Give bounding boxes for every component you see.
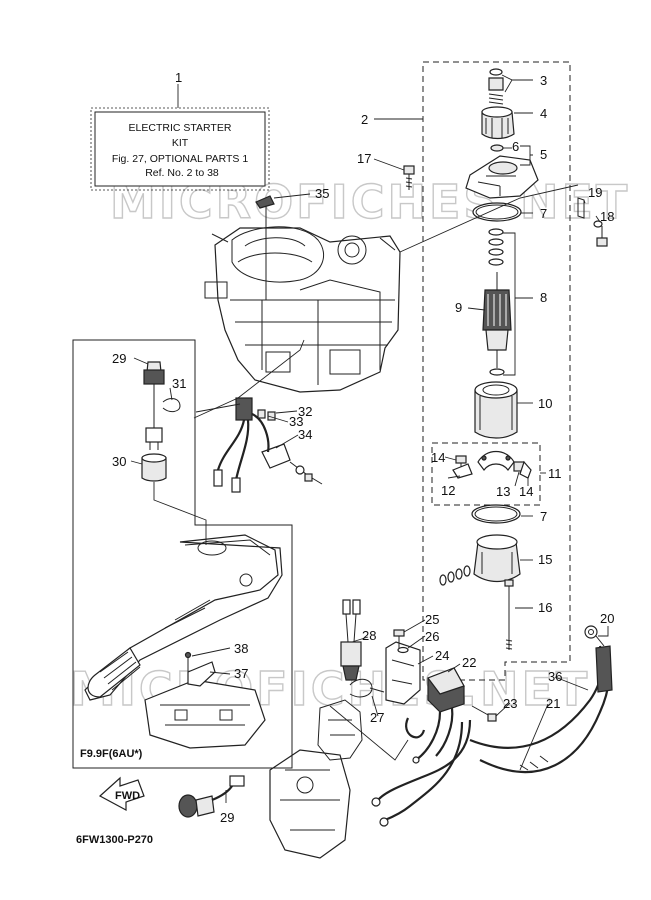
clamp-27: [349, 678, 385, 698]
leader-lines: [130, 74, 609, 803]
fwd-label: FWD: [115, 790, 140, 802]
armature-9: [482, 272, 512, 376]
callout-16: 16: [538, 600, 552, 615]
brush-holder: [477, 450, 515, 471]
callout-2: 2: [361, 112, 368, 127]
washers-15-side: [439, 565, 471, 586]
callout-7-lower: 7: [540, 509, 547, 524]
callout-34: 34: [298, 427, 312, 442]
engine-block: [204, 226, 401, 393]
callout-30: 30: [112, 454, 126, 469]
forward-arrow: FWD: [98, 776, 145, 812]
bolt-23: [471, 705, 497, 722]
kit-figure-ref: Fig. 27, OPTIONAL PARTS 1: [112, 153, 249, 165]
callout-38: 38: [234, 641, 248, 656]
kit-description-box: ELECTRIC STARTER KIT Fig. 27, OPTIONAL P…: [90, 107, 270, 191]
kit-ref-range: Ref. No. 2 to 38: [145, 167, 219, 179]
callout-9: 9: [455, 300, 462, 315]
callout-1: 1: [175, 70, 182, 85]
callout-23: 23: [503, 696, 517, 711]
callout-17: 17: [357, 151, 371, 166]
callout-14-left: 14: [431, 450, 445, 465]
end-cover-15: [473, 534, 521, 583]
bolt-18: [596, 226, 608, 247]
o-ring-7-upper: [472, 202, 522, 222]
battery-cables: [371, 625, 613, 827]
callout-3: 3: [540, 73, 547, 88]
callout-25: 25: [425, 612, 439, 627]
washer-6: [490, 144, 504, 152]
connector-33: [257, 409, 276, 421]
figure-code: 6FW1300-P270: [76, 834, 153, 846]
starter-relay-28: [340, 599, 362, 681]
callout-29-lower: 29: [220, 810, 234, 825]
callout-11: 11: [548, 466, 562, 481]
plate-37: [184, 651, 216, 687]
callout-7-upper: 7: [540, 206, 547, 221]
relay-wire: [405, 717, 426, 739]
inset-caption: F9.9F(6AU*): [80, 748, 143, 760]
spring-3: [488, 68, 504, 105]
callout-37: 37: [234, 666, 248, 681]
housing-cover-5: [465, 155, 539, 199]
starter-kit-boundary: [422, 61, 571, 681]
callout-36: 36: [548, 669, 562, 684]
callout-14-right: 14: [519, 484, 533, 499]
washer-set-8: [488, 228, 504, 266]
callout-28: 28: [362, 628, 376, 643]
callout-33: 33: [289, 414, 303, 429]
yoke-10: [474, 381, 518, 439]
callout-8: 8: [540, 290, 547, 305]
washer-26: [397, 646, 409, 654]
callout-6: 6: [512, 139, 519, 154]
callout-10: 10: [538, 396, 552, 411]
o-ring-7-lower: [471, 504, 521, 524]
callout-26: 26: [425, 629, 439, 644]
relay-22: [412, 667, 465, 764]
bracket-24: [385, 641, 421, 705]
callout-19: 19: [588, 185, 602, 200]
callout-35: 35: [315, 186, 329, 201]
lower-bracket: [269, 699, 363, 859]
callout-5: 5: [540, 147, 547, 162]
bolt-25: [393, 629, 405, 648]
collar-30: [141, 453, 167, 482]
through-bolt-16: [504, 579, 514, 650]
callout-21: 21: [546, 696, 560, 711]
callout-12: 12: [441, 483, 455, 498]
inset-panel: F9.9F(6AU*): [72, 339, 293, 769]
brush-set-boundary: [431, 442, 541, 506]
callout-27: 27: [370, 710, 384, 725]
callout-31: 31: [172, 376, 186, 391]
callout-15: 15: [538, 552, 552, 567]
callout-4: 4: [540, 106, 547, 121]
kit-title: ELECTRIC STARTER: [129, 122, 232, 134]
brush-14-left: [452, 463, 473, 479]
callout-18: 18: [600, 209, 614, 224]
clip-31: [162, 398, 181, 413]
callout-20: 20: [600, 611, 614, 626]
callout-29-inset: 29: [112, 351, 126, 366]
callout-22: 22: [462, 655, 476, 670]
harness-34: [213, 397, 307, 493]
main-switch-inset: [143, 361, 165, 450]
main-switch-lower: [178, 775, 245, 818]
kit-subtitle: KIT: [172, 137, 189, 149]
callouts: 1 2 3 4 5 6 7 8 9 10 11 12 13 14 14 15 1…: [112, 70, 614, 825]
lead-35: [255, 195, 275, 300]
pinion-4: [481, 106, 515, 140]
callout-24: 24: [435, 648, 449, 663]
callout-32: 32: [298, 404, 312, 419]
washer-19: [577, 197, 603, 228]
screw-34: [304, 473, 323, 485]
callout-13: 13: [496, 484, 510, 499]
